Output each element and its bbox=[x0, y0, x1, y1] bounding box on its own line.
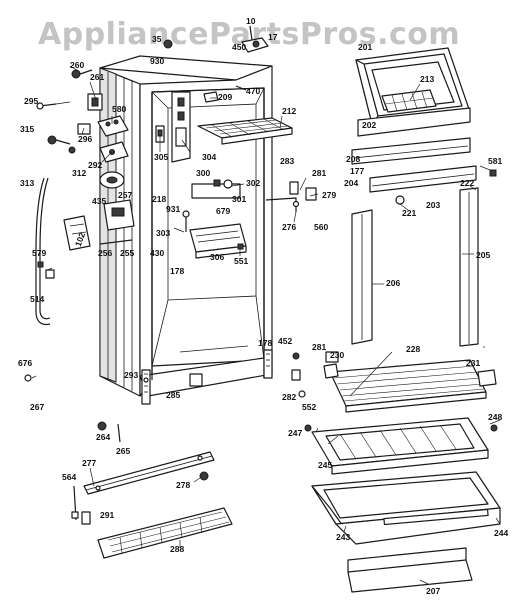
crisper-cover bbox=[304, 417, 498, 475]
part-label-221: 221 bbox=[402, 208, 416, 218]
part-label-231: 231 bbox=[466, 358, 480, 368]
part-label-209: 209 bbox=[218, 92, 232, 102]
part-label-281a: 281 bbox=[312, 168, 326, 178]
part-number-labels: 10 35 450 17 930 201 260 261 470 209 213… bbox=[18, 16, 508, 596]
part-label-295: 295 bbox=[24, 96, 38, 106]
part-label-213: 213 bbox=[420, 74, 434, 84]
part-label-293: 293 bbox=[124, 370, 138, 380]
freezer-door-frame bbox=[355, 47, 471, 137]
part-label-17: 17 bbox=[268, 32, 278, 42]
part-label-305: 305 bbox=[154, 152, 168, 162]
part-label-285: 285 bbox=[166, 390, 180, 400]
part-label-306: 306 bbox=[210, 252, 224, 262]
part-label-296: 296 bbox=[78, 134, 92, 144]
part-label-228: 228 bbox=[406, 344, 420, 354]
part-label-279: 279 bbox=[322, 190, 336, 200]
part-label-581: 581 bbox=[488, 156, 502, 166]
part-label-247: 247 bbox=[288, 428, 302, 438]
part-label-260: 260 bbox=[70, 60, 84, 70]
left-side-parts bbox=[24, 69, 135, 382]
part-label-248: 248 bbox=[488, 412, 502, 422]
part-label-292: 292 bbox=[88, 160, 102, 170]
ice-tray bbox=[381, 89, 437, 113]
part-label-291: 291 bbox=[100, 510, 114, 520]
part-label-300: 300 bbox=[196, 168, 210, 178]
part-label-256: 256 bbox=[98, 248, 112, 258]
part-label-312: 312 bbox=[72, 168, 86, 178]
part-label-264: 264 bbox=[96, 432, 110, 442]
part-label-930: 930 bbox=[150, 56, 164, 66]
part-label-552: 552 bbox=[302, 402, 316, 412]
part-label-435: 435 bbox=[92, 196, 106, 206]
door-stiles bbox=[351, 187, 479, 347]
part-label-281b: 281 bbox=[312, 342, 326, 352]
part-label-245: 245 bbox=[318, 460, 332, 470]
part-label-102: 102 bbox=[73, 231, 87, 248]
part-label-276: 276 bbox=[282, 222, 296, 232]
part-label-313: 313 bbox=[20, 178, 34, 188]
crisper-drawer bbox=[311, 471, 501, 545]
part-label-230: 230 bbox=[330, 350, 344, 360]
top-small-parts bbox=[163, 25, 269, 103]
part-label-514: 514 bbox=[30, 294, 44, 304]
part-label-304: 304 bbox=[202, 152, 216, 162]
part-label-218: 218 bbox=[152, 194, 166, 204]
part-label-206: 206 bbox=[386, 278, 400, 288]
part-label-301: 301 bbox=[232, 194, 246, 204]
part-label-201: 201 bbox=[358, 42, 372, 52]
thermostat-assembly bbox=[182, 179, 241, 232]
evaporator-shelf bbox=[197, 117, 293, 145]
door-rails bbox=[351, 137, 497, 193]
front-grille bbox=[71, 421, 233, 559]
part-label-257: 257 bbox=[118, 190, 132, 200]
part-label-278: 278 bbox=[176, 480, 190, 490]
part-label-302: 302 bbox=[246, 178, 260, 188]
part-label-450: 450 bbox=[232, 42, 246, 52]
part-label-202: 202 bbox=[362, 120, 376, 130]
part-label-204: 204 bbox=[344, 178, 358, 188]
part-label-564: 564 bbox=[62, 472, 76, 482]
part-label-579: 579 bbox=[32, 248, 46, 258]
part-label-676: 676 bbox=[18, 358, 32, 368]
part-label-208: 208 bbox=[346, 154, 360, 164]
part-label-178b: 178 bbox=[258, 338, 272, 348]
part-label-267: 267 bbox=[30, 402, 44, 412]
part-label-255: 255 bbox=[120, 248, 134, 258]
part-label-10: 10 bbox=[246, 16, 256, 26]
part-label-470: 470 bbox=[246, 86, 260, 96]
part-label-261: 261 bbox=[90, 72, 104, 82]
part-label-243: 243 bbox=[336, 532, 350, 542]
hinge-bracket bbox=[265, 181, 317, 212]
part-label-277: 277 bbox=[82, 458, 96, 468]
light-assembly bbox=[189, 223, 247, 259]
part-label-931: 931 bbox=[166, 204, 180, 214]
part-label-35: 35 bbox=[152, 34, 162, 44]
part-label-222: 222 bbox=[460, 178, 474, 188]
part-label-203: 203 bbox=[426, 200, 440, 210]
part-label-551: 551 bbox=[234, 256, 248, 266]
part-label-288: 288 bbox=[170, 544, 184, 554]
part-label-282: 282 bbox=[282, 392, 296, 402]
leader-lines bbox=[31, 65, 501, 585]
part-label-207: 207 bbox=[426, 586, 440, 596]
part-label-178a: 178 bbox=[170, 266, 184, 276]
part-label-244: 244 bbox=[494, 528, 508, 538]
bottom-door-bin bbox=[347, 547, 473, 593]
part-label-580: 580 bbox=[112, 104, 126, 114]
part-label-430: 430 bbox=[150, 248, 164, 258]
part-label-212: 212 bbox=[282, 106, 296, 116]
part-label-679: 679 bbox=[216, 206, 230, 216]
part-label-283: 283 bbox=[280, 156, 294, 166]
part-label-205: 205 bbox=[476, 250, 490, 260]
misc-small-parts bbox=[143, 351, 339, 398]
part-label-265: 265 bbox=[116, 446, 130, 456]
part-label-177: 177 bbox=[350, 166, 364, 176]
wire-shelf bbox=[323, 359, 497, 413]
part-label-303: 303 bbox=[156, 228, 170, 238]
part-label-560: 560 bbox=[314, 222, 328, 232]
part-label-315: 315 bbox=[20, 124, 34, 134]
part-label-452: 452 bbox=[278, 336, 292, 346]
